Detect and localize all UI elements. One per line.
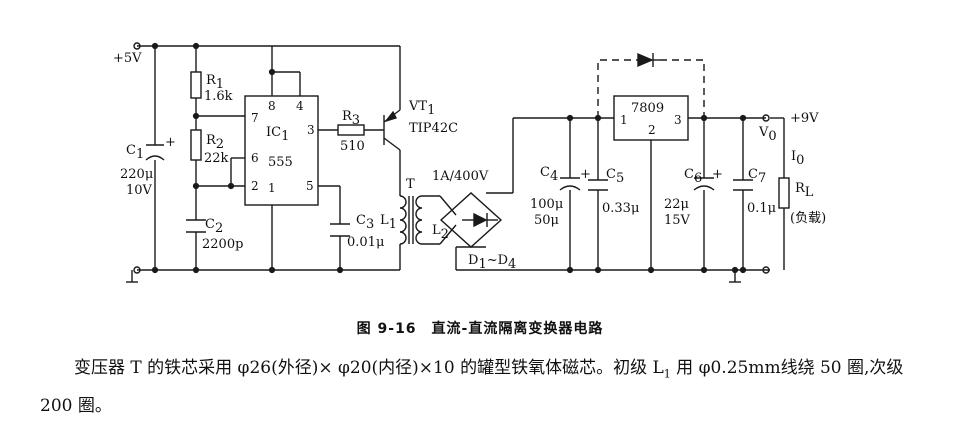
bypass-diode xyxy=(637,52,660,68)
label-pin8: 8 xyxy=(268,99,276,113)
label-pin5: 5 xyxy=(306,179,314,193)
label-c6-value1: 22μ xyxy=(664,197,689,212)
label-rating: 1A/400V xyxy=(432,169,489,184)
junction-dots xyxy=(151,42,747,274)
label-pin7: 7 xyxy=(251,111,259,125)
wires xyxy=(126,45,401,283)
label-c6: C6 xyxy=(684,167,702,186)
label-c6-plus: + xyxy=(712,167,723,182)
capacitor-c1 xyxy=(145,144,165,161)
regulator-7809 xyxy=(613,95,689,141)
label-r1: R1 xyxy=(206,73,224,92)
label-c2-value: 2200p xyxy=(202,237,243,252)
labels: +5V R1 1.6k R2 22k C1 + 220μ 10V C2 2200… xyxy=(113,51,826,272)
label-r2: R2 xyxy=(206,133,224,152)
body-text-part1: 变压器 T 的铁芯采用 φ26(外径)× φ20(内径)×10 的罐型铁氧体磁芯… xyxy=(74,358,664,378)
label-ic-part: 555 xyxy=(268,155,293,170)
label-pin1: 1 xyxy=(268,181,276,195)
resistor-r1 xyxy=(190,71,202,99)
bridge-rectifier xyxy=(439,192,503,248)
resistor-rl xyxy=(778,177,790,209)
label-diodes: D1~D4 xyxy=(468,253,516,272)
transistor-vt1 xyxy=(383,109,401,151)
terminal-vout xyxy=(762,114,770,122)
body-text-part2: 用 φ0.25mm线绕 50 圈,次级 200 圈。 xyxy=(40,358,904,417)
label-c4-value1: 100μ xyxy=(530,197,563,212)
label-r1-value: 1.6k xyxy=(204,89,233,104)
label-r3-value: 510 xyxy=(340,139,365,154)
label-pin3: 3 xyxy=(307,123,315,137)
label-c5: C5 xyxy=(606,167,624,186)
capacitor-c5 xyxy=(588,179,608,191)
body-paragraph: 变压器 T 的铁芯采用 φ26(外径)× φ20(内径)×10 的罐型铁氧体磁芯… xyxy=(40,352,930,422)
label-vout: +9V xyxy=(790,111,819,126)
body-text-subscript: 1 xyxy=(663,367,671,381)
capacitor-c4 xyxy=(559,177,581,191)
label-reg-pin2: 2 xyxy=(648,123,656,137)
label-rl: RL xyxy=(795,181,814,200)
label-c5-value: 0.33μ xyxy=(602,201,639,216)
label-c1-value2: 10V xyxy=(126,183,153,198)
transformer-t xyxy=(399,195,423,245)
label-l1: L1 xyxy=(380,213,397,232)
label-vt-part: TIP42C xyxy=(409,121,458,136)
capacitor-c7 xyxy=(733,179,753,191)
terminal-vcc xyxy=(133,42,141,50)
label-r2-value: 22k xyxy=(204,151,229,166)
capacitor-c2 xyxy=(186,219,206,233)
circuit-diagram: +5V R1 1.6k R2 22k C1 + 220μ 10V C2 2200… xyxy=(113,42,826,283)
wires-output xyxy=(422,59,785,283)
label-ic: IC1 xyxy=(266,125,289,144)
capacitor-c6 xyxy=(693,177,715,191)
label-t: T xyxy=(406,177,415,192)
figure-caption: 图 9-16 直流-直流隔离变换器电路 xyxy=(356,321,604,337)
label-reg-pin1: 1 xyxy=(620,113,628,127)
label-c7: C7 xyxy=(748,167,766,186)
label-pin4: 4 xyxy=(296,99,304,113)
label-c7-value: 0.1μ xyxy=(747,201,776,216)
ic-555 xyxy=(244,95,319,206)
label-c1-value1: 220μ xyxy=(120,167,153,182)
label-c4: C4 xyxy=(540,165,558,184)
label-c6-value2: 15V xyxy=(664,213,691,228)
label-i0: I0 xyxy=(791,149,804,168)
label-vcc: +5V xyxy=(113,51,142,66)
label-v0: V0 xyxy=(758,125,777,144)
label-reg-pin3: 3 xyxy=(674,113,682,127)
resistor-r2 xyxy=(190,129,202,161)
label-vt: VT1 xyxy=(408,99,435,118)
label-rl-note: (负载) xyxy=(790,211,826,226)
label-c1: C1 xyxy=(126,143,144,162)
resistor-r3 xyxy=(337,124,365,136)
label-c4-plus: + xyxy=(580,167,591,182)
terminal-ground-right xyxy=(762,266,770,274)
label-r3: R3 xyxy=(342,109,360,128)
label-pin2: 2 xyxy=(251,179,259,193)
label-c1-plus: + xyxy=(165,135,176,150)
capacitor-c3 xyxy=(330,223,350,237)
label-c2: C2 xyxy=(205,217,223,236)
label-c4-value2: 50μ xyxy=(534,213,559,228)
label-l2: L2 xyxy=(432,223,449,242)
label-reg: 7809 xyxy=(631,101,664,116)
terminal-ground-left xyxy=(133,266,141,274)
label-c3: C3 xyxy=(356,213,374,232)
label-c3-value: 0.01μ xyxy=(347,235,384,250)
label-pin6: 6 xyxy=(251,151,259,165)
